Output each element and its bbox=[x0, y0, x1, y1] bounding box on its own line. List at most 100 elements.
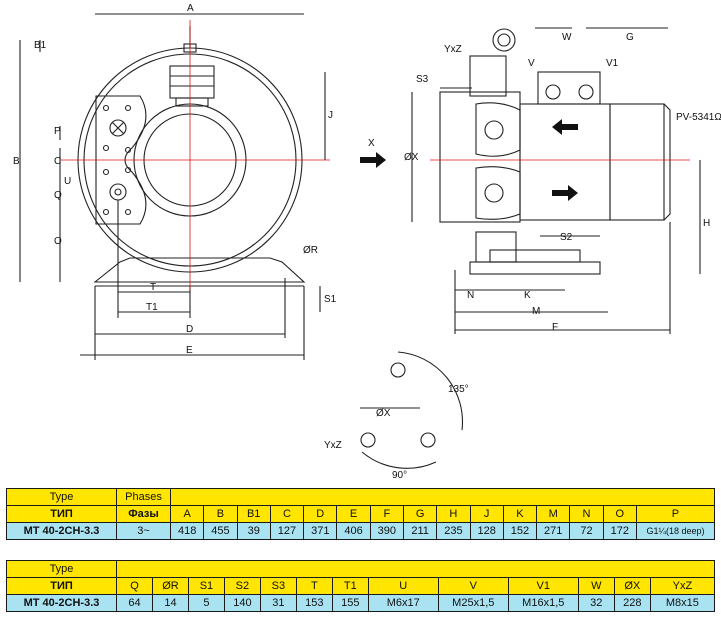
cell-B: 455 bbox=[203, 522, 238, 540]
label-M: M bbox=[532, 306, 540, 317]
label-PV: PV-5341Ω bbox=[676, 112, 721, 123]
label-B1: B1 bbox=[34, 40, 47, 51]
type-label: Type bbox=[6, 488, 117, 506]
cell-V1: M16x1,5 bbox=[507, 594, 579, 612]
flange-detail bbox=[360, 351, 464, 469]
cell-F: 390 bbox=[369, 522, 404, 540]
label-O: O bbox=[54, 236, 62, 247]
label-Q: Q bbox=[54, 190, 62, 201]
label-B: B bbox=[13, 156, 20, 167]
cell-M: 271 bbox=[536, 522, 571, 540]
col-O: O bbox=[602, 505, 637, 523]
col-E: E bbox=[336, 505, 371, 523]
cell-T1: 155 bbox=[331, 594, 369, 612]
cell-J: 128 bbox=[469, 522, 504, 540]
col-F: F bbox=[369, 505, 404, 523]
col-V1: V1 bbox=[507, 577, 579, 595]
col-J: J bbox=[469, 505, 504, 523]
label-X-dia: ØX bbox=[404, 152, 419, 163]
cell-YxZ: M8x15 bbox=[649, 594, 716, 612]
col-A: A bbox=[169, 505, 205, 523]
table-row: MT 40-2CH-3.3 3~ 418 455 39 127 371 406 … bbox=[6, 522, 716, 540]
col-X: ØX bbox=[613, 577, 651, 595]
label-W: W bbox=[562, 32, 572, 43]
col-B: B bbox=[203, 505, 238, 523]
col-K: K bbox=[502, 505, 538, 523]
cell-U: M6x17 bbox=[367, 594, 439, 612]
col-YxZ: YxZ bbox=[649, 577, 716, 595]
label-V1: V1 bbox=[606, 58, 619, 69]
label-E: E bbox=[186, 345, 193, 356]
cell-N: 72 bbox=[569, 522, 604, 540]
faza-label: Фазы bbox=[116, 505, 171, 523]
type-label-2: Type bbox=[6, 560, 117, 578]
label-S2: S2 bbox=[560, 232, 573, 243]
technical-drawing: A B1 B C P U Q O J T T1 D E ØR S1 X YxZ … bbox=[13, 3, 721, 481]
label-T: T bbox=[150, 282, 156, 293]
label-N: N bbox=[467, 290, 474, 301]
col-Q: Q bbox=[116, 577, 153, 595]
cell-E: 406 bbox=[336, 522, 371, 540]
cell-V: M25x1,5 bbox=[437, 594, 509, 612]
phases-cell: 3~ bbox=[116, 522, 171, 540]
label-D: D bbox=[186, 324, 193, 335]
label-X-flange: ØX bbox=[376, 408, 391, 419]
cell-G: 211 bbox=[402, 522, 438, 540]
label-YxZ-side: YxZ bbox=[444, 44, 462, 55]
label-U: U bbox=[64, 176, 71, 187]
col-T1: T1 bbox=[331, 577, 369, 595]
tip-label-2: ТИП bbox=[6, 577, 117, 595]
col-C: C bbox=[269, 505, 305, 523]
label-T1: T1 bbox=[146, 302, 158, 313]
side-view bbox=[411, 27, 701, 334]
col-G: G bbox=[402, 505, 438, 523]
header-spacer-2 bbox=[116, 560, 715, 578]
label-V: V bbox=[528, 58, 535, 69]
cell-R: 14 bbox=[151, 594, 189, 612]
cell-O: 172 bbox=[602, 522, 637, 540]
tip-label: ТИП bbox=[6, 505, 117, 523]
cell-S3: 31 bbox=[259, 594, 297, 612]
col-P: P bbox=[635, 505, 716, 523]
col-T: T bbox=[295, 577, 333, 595]
label-K: K bbox=[524, 290, 531, 301]
col-W: W bbox=[577, 577, 615, 595]
model-cell: MT 40-2CH-3.3 bbox=[6, 522, 117, 540]
label-R: ØR bbox=[303, 245, 318, 256]
spec-table-1: Type Phases ТИП Фазы A B B1 C D E F G H … bbox=[6, 488, 716, 540]
col-S2: S2 bbox=[223, 577, 261, 595]
cell-T: 153 bbox=[295, 594, 333, 612]
col-S3: S3 bbox=[259, 577, 297, 595]
col-S1: S1 bbox=[187, 577, 225, 595]
label-135: 135° bbox=[448, 384, 469, 395]
col-M: M bbox=[536, 505, 571, 523]
cell-P: G1¼(18 deep) bbox=[635, 522, 716, 540]
cell-S1: 5 bbox=[187, 594, 225, 612]
cell-C: 127 bbox=[269, 522, 305, 540]
col-B1: B1 bbox=[236, 505, 271, 523]
label-S1: S1 bbox=[324, 294, 337, 305]
label-S3: S3 bbox=[416, 74, 429, 85]
label-F: F bbox=[552, 322, 558, 333]
col-H: H bbox=[436, 505, 471, 523]
col-V: V bbox=[437, 577, 509, 595]
cell-X: 228 bbox=[613, 594, 651, 612]
col-U: U bbox=[367, 577, 439, 595]
cell-K: 152 bbox=[502, 522, 538, 540]
label-P: P bbox=[54, 126, 61, 137]
label-A: A bbox=[187, 3, 194, 14]
front-view bbox=[19, 13, 326, 360]
model-cell-2: MT 40-2CH-3.3 bbox=[6, 594, 117, 612]
header-spacer bbox=[170, 488, 715, 506]
cell-H: 235 bbox=[436, 522, 471, 540]
cell-Q: 64 bbox=[116, 594, 153, 612]
cell-D: 371 bbox=[303, 522, 338, 540]
spec-table-2: Type ТИП Q ØR S1 S2 S3 T T1 U V V1 W ØX … bbox=[6, 560, 716, 612]
col-D: D bbox=[303, 505, 338, 523]
cell-W: 32 bbox=[577, 594, 615, 612]
phases-label: Phases bbox=[116, 488, 171, 506]
label-YxZ-flange: YxZ bbox=[324, 440, 342, 451]
col-N: N bbox=[569, 505, 604, 523]
label-J: J bbox=[328, 110, 333, 121]
label-C: C bbox=[54, 156, 61, 167]
